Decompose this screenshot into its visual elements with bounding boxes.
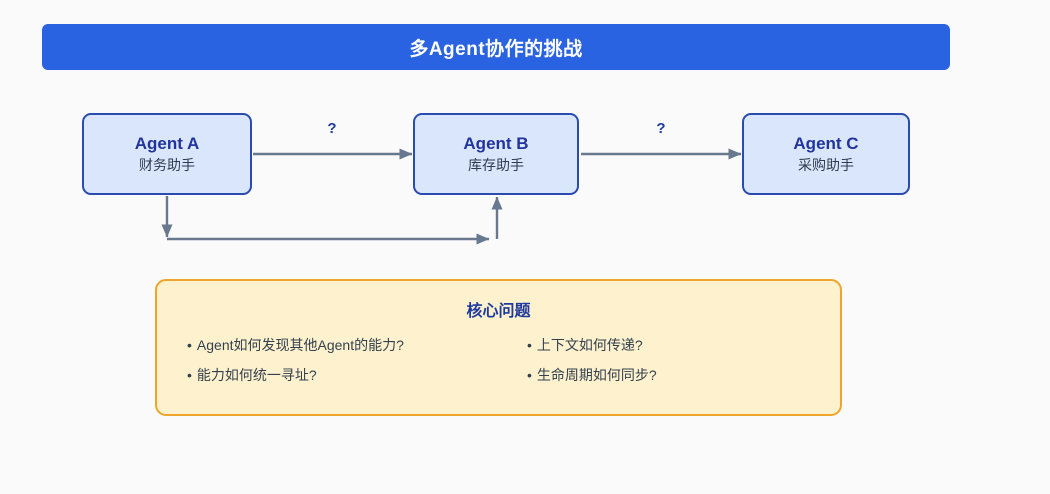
agent-box-a[interactable]: Agent A 财务助手 — [82, 113, 252, 195]
question-item: •Agent如何发现其他Agent的能力? — [187, 337, 527, 354]
question-text: 生命周期如何同步? — [536, 366, 657, 383]
question-item: •生命周期如何同步? — [527, 367, 827, 384]
core-questions-title: 核心问题 — [466, 303, 531, 320]
question-text: 能力如何统一寻址? — [196, 366, 317, 383]
question-text: Agent如何发现其他Agent的能力? — [196, 337, 404, 353]
bullet-icon: • — [187, 337, 192, 353]
header-banner: 多Agent协作的挑战 — [42, 24, 950, 70]
bullet-icon: • — [187, 366, 192, 383]
bullet-icon: • — [527, 366, 532, 383]
question-item: •能力如何统一寻址? — [187, 367, 527, 384]
core-questions-right-column: •上下文如何传递? •生命周期如何同步? — [527, 337, 827, 384]
arrow-label-a-to-b: ? — [327, 120, 337, 137]
core-questions-columns: •Agent如何发现其他Agent的能力? •能力如何统一寻址? •上下文如何传… — [157, 337, 840, 384]
core-questions-left-column: •Agent如何发现其他Agent的能力? •能力如何统一寻址? — [187, 337, 527, 384]
question-item: •上下文如何传递? — [527, 337, 827, 354]
agent-a-title: Agent A — [134, 134, 200, 154]
arrow-label-b-to-c: ? — [656, 120, 666, 137]
core-questions-panel: 核心问题 •Agent如何发现其他Agent的能力? •能力如何统一寻址? •上… — [155, 279, 842, 416]
agent-b-title: Agent B — [463, 134, 529, 154]
agent-box-c[interactable]: Agent C 采购助手 — [742, 113, 910, 195]
page-title: 多Agent协作的挑战 — [409, 38, 583, 60]
agent-a-subtitle: 财务助手 — [139, 157, 195, 174]
agent-b-subtitle: 库存助手 — [468, 157, 524, 174]
question-text: 上下文如何传递? — [536, 337, 643, 353]
agent-box-b[interactable]: Agent B 库存助手 — [413, 113, 579, 195]
bullet-icon: • — [527, 337, 532, 353]
agent-c-title: Agent C — [793, 134, 859, 154]
agent-c-subtitle: 采购助手 — [798, 157, 854, 174]
